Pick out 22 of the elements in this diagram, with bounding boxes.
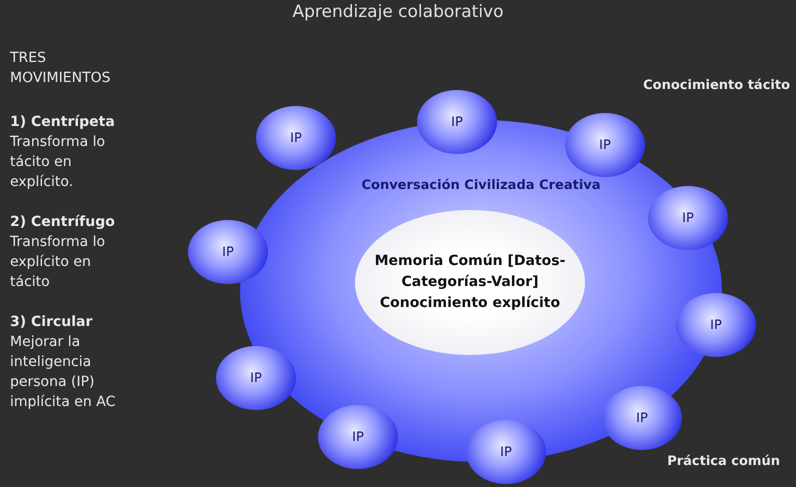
body-text: Mejorar la inteligencia persona (IP) implícita en AC	[10, 333, 116, 412]
center-text: Memoria Común [Datos-Categorías-Valor] Conocimiento explícito	[374, 252, 566, 313]
ring-label: Conversación Civilizada Creativa	[361, 178, 601, 193]
heading-text: 2) Centrífugo	[10, 213, 116, 232]
title: Aprendizaje colaborativo	[291, 2, 505, 22]
body-text: Transforma lo tácito en explícito.	[10, 133, 106, 192]
ip-label: IP	[250, 370, 262, 386]
body-text: Transforma lo explícito en tácito	[10, 233, 106, 292]
ip-label: IP	[352, 430, 364, 444]
heading-text: 3) Circular	[10, 313, 94, 332]
body-text: TRES MOVIMIENTOS	[10, 49, 112, 88]
ip-label: IP	[599, 138, 611, 152]
ip-label: IP	[451, 114, 463, 130]
ip-label: IP	[500, 444, 512, 460]
heading-text: Conocimiento tácito	[642, 77, 790, 95]
ip-label: IP	[222, 244, 234, 260]
ip-label: IP	[682, 210, 694, 226]
ip-label: IP	[636, 410, 648, 426]
ip-label: IP	[710, 318, 722, 332]
heading-text: Práctica común	[666, 453, 780, 471]
heading-text: 1) Centrípeta	[10, 113, 116, 132]
ip-label: IP	[290, 130, 302, 146]
